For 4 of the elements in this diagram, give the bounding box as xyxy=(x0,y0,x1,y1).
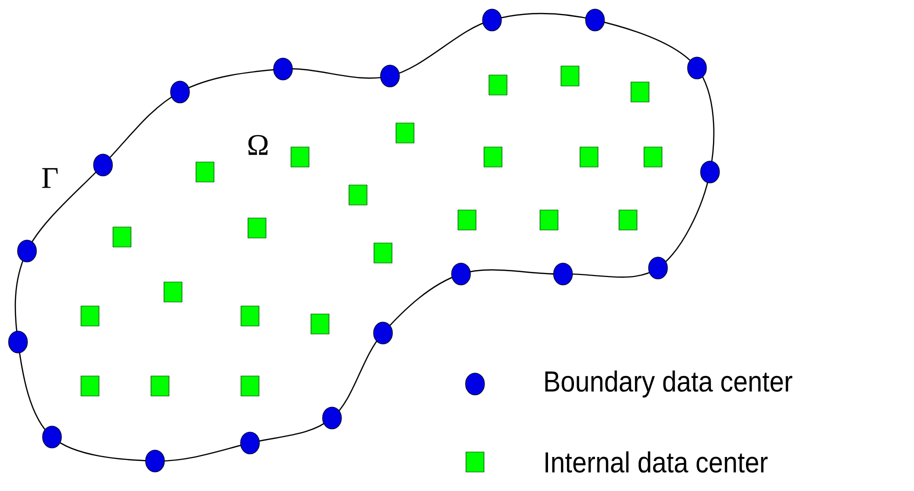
legend-label: Internal data center xyxy=(546,451,768,473)
symbol-label: Γ xyxy=(42,168,58,188)
symbol-label: Ω xyxy=(248,135,268,155)
legend-label: Boundary data center xyxy=(545,370,792,398)
